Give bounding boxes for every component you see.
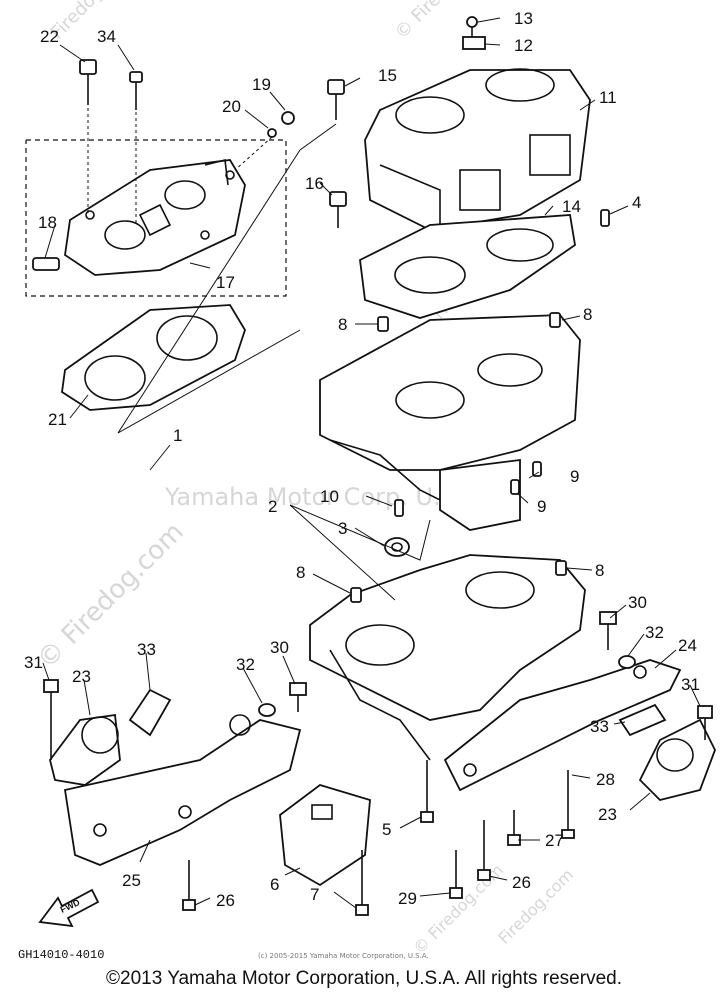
- callout-30-right: 30: [628, 593, 647, 612]
- callout-5: 5: [382, 820, 391, 839]
- mount-bracket-24: [443, 659, 682, 792]
- callout-11: 11: [599, 88, 617, 107]
- head-gasket-21: [61, 304, 246, 411]
- engine-mount-23-left: [49, 713, 121, 786]
- callout-34: 34: [97, 27, 116, 46]
- dowel-8-upper-left: [377, 316, 389, 332]
- callout-7: 7: [310, 885, 319, 904]
- watermark-top-left: Firedog.com: [47, 0, 140, 44]
- shim-33-left: [128, 688, 172, 737]
- diagram-code: GH14010-4010: [18, 948, 104, 962]
- plug-18: [32, 257, 60, 271]
- callout-26-right: 26: [512, 873, 531, 892]
- collar-3: [384, 537, 410, 557]
- callout-19: 19: [252, 75, 271, 94]
- callout-1: 1: [173, 426, 182, 445]
- callout-9-a: 9: [570, 467, 579, 486]
- bolt-31-right: [697, 705, 713, 740]
- callout-32-left: 32: [236, 655, 255, 674]
- cylinder-gasket-14: [359, 214, 576, 319]
- callout-2: 2: [268, 497, 277, 516]
- small-copyright-notice: (c) 2005-2015 Yamaha Motor Corporation, …: [258, 952, 429, 960]
- callout-30-left: 30: [270, 638, 289, 657]
- callout-33-right: 33: [590, 717, 609, 736]
- watermark-left-diagonal: © Firedog.com: [32, 517, 190, 675]
- callout-33-left: 33: [137, 640, 156, 659]
- bolt-7: [355, 850, 369, 916]
- callout-31-left: 31: [24, 653, 43, 672]
- crankcase-lower: [309, 554, 586, 761]
- leader-lines: [42, 17, 701, 909]
- bolt-22: [79, 59, 97, 215]
- callout-23-left: 23: [72, 667, 91, 686]
- callout-labels: 22 34 19 20 18 17 21 1 13 12 15 11 16 14…: [24, 9, 700, 910]
- bolt-31-left: [43, 679, 59, 760]
- callout-4: 4: [632, 193, 641, 212]
- callout-8-b: 8: [583, 305, 592, 324]
- callout-3: 3: [338, 519, 347, 538]
- dowel-8-lower-right: [555, 560, 567, 576]
- bolt-26-left: [182, 860, 196, 911]
- callout-8-c: 8: [296, 563, 305, 582]
- callout-8-a: 8: [338, 315, 347, 334]
- callout-28: 28: [596, 770, 615, 789]
- callout-13: 13: [514, 9, 533, 28]
- callout-23-right: 23: [598, 805, 617, 824]
- bolt-16: [329, 191, 347, 228]
- cylinder-block-11: [364, 68, 591, 231]
- mount-bracket-25: [63, 714, 302, 866]
- bolt-15: [327, 79, 345, 120]
- callout-21: 21: [48, 410, 67, 429]
- callout-14: 14: [562, 197, 581, 216]
- callout-10: 10: [320, 487, 339, 506]
- nut-19: [281, 111, 295, 125]
- washer-20: [234, 128, 277, 171]
- washer-32-left: [258, 703, 276, 717]
- callout-27: 27: [545, 831, 564, 850]
- bolt-29: [449, 850, 463, 899]
- callout-32-right: 32: [645, 623, 664, 642]
- watermark-bottom-right: © Firedog.com: [409, 860, 507, 958]
- dowel-8-lower-left: [350, 587, 362, 603]
- callout-22: 22: [40, 27, 59, 46]
- callout-16: 16: [305, 174, 324, 193]
- dowel-9b: [510, 479, 520, 495]
- callout-8-d: 8: [595, 561, 604, 580]
- callout-20: 20: [222, 97, 241, 116]
- copyright-footer: ©2013 Yamaha Motor Corporation, U.S.A. A…: [106, 968, 622, 989]
- callout-26-left: 26: [216, 891, 235, 910]
- bolt-5: [420, 760, 434, 823]
- callout-9-b: 9: [537, 497, 546, 516]
- callout-31-right: 31: [681, 675, 700, 694]
- callout-15: 15: [378, 66, 397, 85]
- screw-13: [466, 16, 478, 38]
- watermark-bottom-mid: Firedog.com: [494, 865, 577, 948]
- dowel-9a: [532, 461, 542, 477]
- dowel-8-upper-right: [549, 312, 561, 328]
- cylinder-head-assembly: [25, 139, 287, 297]
- callout-17: 17: [216, 273, 235, 292]
- callout-18: 18: [38, 213, 57, 232]
- dowel-4: [600, 209, 610, 227]
- callout-24: 24: [678, 636, 697, 655]
- callout-25: 25: [122, 871, 141, 890]
- bolt-26-right: [477, 820, 491, 881]
- fwd-arrow-icon: FWD: [38, 888, 100, 928]
- bolt-34: [129, 71, 143, 225]
- electrical-box-6: [279, 784, 371, 887]
- engine-mount-23-right: [638, 718, 716, 801]
- dowel-10: [394, 499, 404, 517]
- bracket-12: [462, 36, 486, 50]
- bolt-30-left: [289, 682, 307, 712]
- shim-33-right: [618, 703, 667, 737]
- callout-12: 12: [514, 36, 533, 55]
- callout-29: 29: [398, 889, 417, 908]
- bolt-30-right: [599, 611, 617, 650]
- crankcase-upper: [319, 314, 581, 531]
- bolt-28: [561, 770, 575, 839]
- callout-6: 6: [270, 875, 279, 894]
- washer-32-right: [618, 655, 636, 669]
